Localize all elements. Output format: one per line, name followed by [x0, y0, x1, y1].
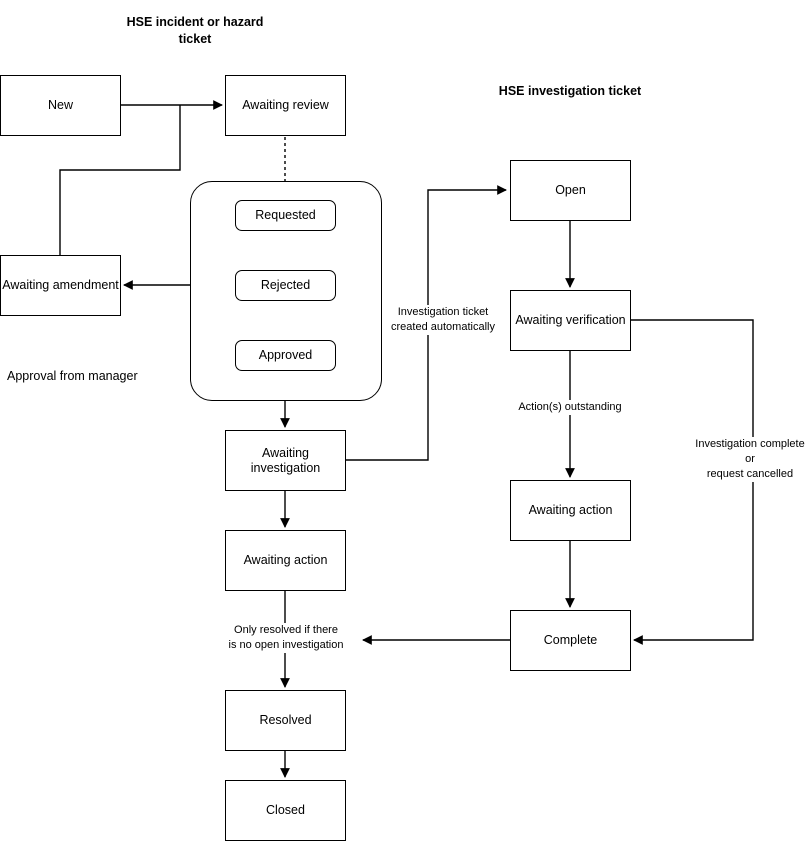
edge-awaiting-amendment-to-review — [59, 105, 181, 255]
approval-from-manager-label: Approval from manager — [7, 369, 138, 383]
title-hse-incident-ticket: HSE incident or hazard ticket — [126, 15, 264, 46]
node-awaiting-review[interactable]: Awaiting review — [225, 75, 346, 136]
node-approved[interactable]: Approved — [235, 340, 336, 371]
edge-label-investigation-created: Investigation ticket created automatical… — [383, 305, 503, 335]
node-requested[interactable]: Requested — [235, 200, 336, 231]
node-awaiting-amendment[interactable]: Awaiting amendment — [0, 255, 121, 316]
edge-label-actions-outstanding: Action(s) outstanding — [505, 400, 635, 415]
node-complete[interactable]: Complete — [510, 610, 631, 671]
node-awaiting-action-left[interactable]: Awaiting action — [225, 530, 346, 591]
node-awaiting-investigation[interactable]: Awaiting investigation — [225, 430, 346, 491]
node-rejected[interactable]: Rejected — [235, 270, 336, 301]
node-closed[interactable]: Closed — [225, 780, 346, 841]
node-new[interactable]: New — [0, 75, 121, 136]
node-resolved[interactable]: Resolved — [225, 690, 346, 751]
node-awaiting-verification[interactable]: Awaiting verification — [510, 290, 631, 351]
node-open[interactable]: Open — [510, 160, 631, 221]
edge-label-investigation-complete: Investigation complete or request cancel… — [688, 437, 812, 482]
edge-label-only-resolved: Only resolved if there is no open invest… — [226, 623, 346, 653]
title-hse-investigation-ticket: HSE investigation ticket — [498, 84, 642, 98]
node-awaiting-action-right[interactable]: Awaiting action — [510, 480, 631, 541]
